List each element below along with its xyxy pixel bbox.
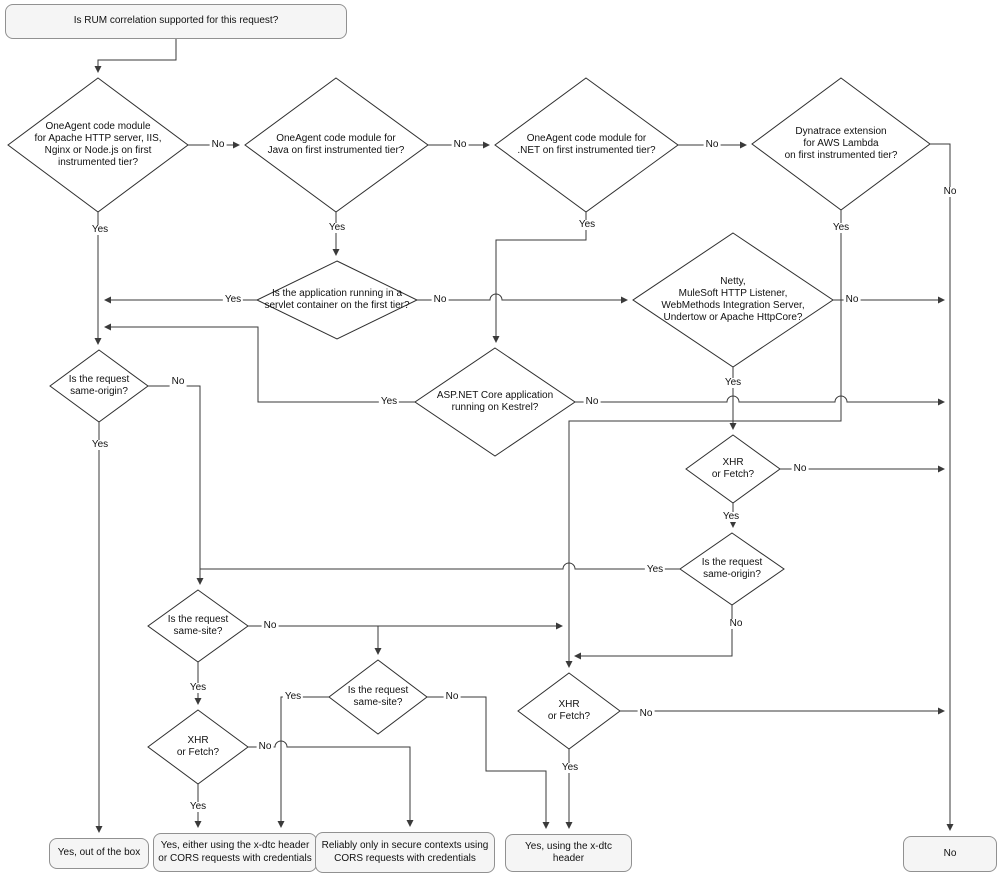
edge-label-apache-yes: Yes [89,224,111,235]
decision-lambda-shape [751,77,931,211]
edge-servlet-no [417,293,628,304]
decision-xhr-upper-shape [685,434,781,504]
terminal-yes-out-of-box: Yes, out of the box [49,838,149,869]
edge-label-same-origin-left-no: No [169,376,187,387]
edge-label-servlet-no: No [431,294,449,305]
edge-same-site-mid-yes [277,696,329,828]
edge-label-same-origin-right-yes: Yes [644,564,666,575]
terminal-reliably: Reliably only in secure contexts using C… [315,832,495,873]
decision-java-shape [244,77,429,213]
edge-label-netty-yes: Yes [722,377,744,388]
edge-label-same-origin-right-no: No [727,618,745,629]
edge-label-kestrel-no: No [583,396,601,407]
edge-label-xhr-lower-left-yes: Yes [187,801,209,812]
decision-same-site-left-shape [147,589,249,663]
edge-same-origin-right-no [574,605,733,660]
edge-lambda-yes [565,210,842,668]
edge-label-java-yes: Yes [326,222,348,233]
terminal-yes-xdtc: Yes, using the x-dtc header [505,834,632,872]
decision-xhr-lower-left-shape [147,709,249,785]
decision-netty-shape [632,232,834,368]
edge-label-dotnet-no: No [703,139,721,150]
edge-label-dotnet-yes: Yes [576,219,598,230]
start-node: Is RUM correlation supported for this re… [5,4,347,39]
edge-kestrel-yes [104,323,415,403]
edge-label-same-site-mid-no: No [443,691,461,702]
edge-label-servlet-yes: Yes [222,294,244,305]
edge-label-xhr-lower-right-yes: Yes [559,762,581,773]
edge-same-site-mid-no [427,696,550,829]
edge-lambda-no [930,143,954,831]
edge-label-xhr-lower-left-no: No [256,741,274,752]
edge-start-to-apache [94,39,177,73]
edge-xhr-lower-left-no [248,740,414,827]
edge-label-same-site-left-yes: Yes [187,682,209,693]
decision-kestrel-shape [414,347,576,457]
edge-label-kestrel-yes: Yes [378,396,400,407]
edge-label-java-no: No [451,139,469,150]
edge-same-origin-right-yes [200,562,680,570]
decision-apache-shape [7,77,189,213]
decision-same-site-mid-shape [328,659,428,735]
decision-xhr-lower-right-shape [517,672,621,750]
edge-label-lambda-yes: Yes [830,222,852,233]
edge-label-apache-no: No [209,139,227,150]
decision-same-origin-left-shape [49,349,149,423]
edge-label-same-site-mid-yes: Yes [282,691,304,702]
edge-label-xhr-upper-no: No [791,463,809,474]
edge-label-same-origin-left-yes: Yes [89,439,111,450]
terminal-no: No [903,836,997,872]
edge-label-xhr-lower-right-no: No [637,708,655,719]
edge-label-same-site-left-no: No [261,620,279,631]
edge-kestrel-no [575,395,945,406]
terminal-yes-either: Yes, either using the x-dtc header or CO… [153,833,317,872]
decision-same-origin-right-shape [679,532,785,606]
edge-label-lambda-no: No [941,186,959,197]
decision-servlet-shape [255,260,419,340]
edge-same-origin-left-no [148,385,204,585]
decision-dotnet-shape [494,77,679,213]
edge-label-xhr-upper-yes: Yes [720,511,742,522]
edge-label-netty-no: No [843,294,861,305]
edge-dotnet-yes [492,212,587,343]
